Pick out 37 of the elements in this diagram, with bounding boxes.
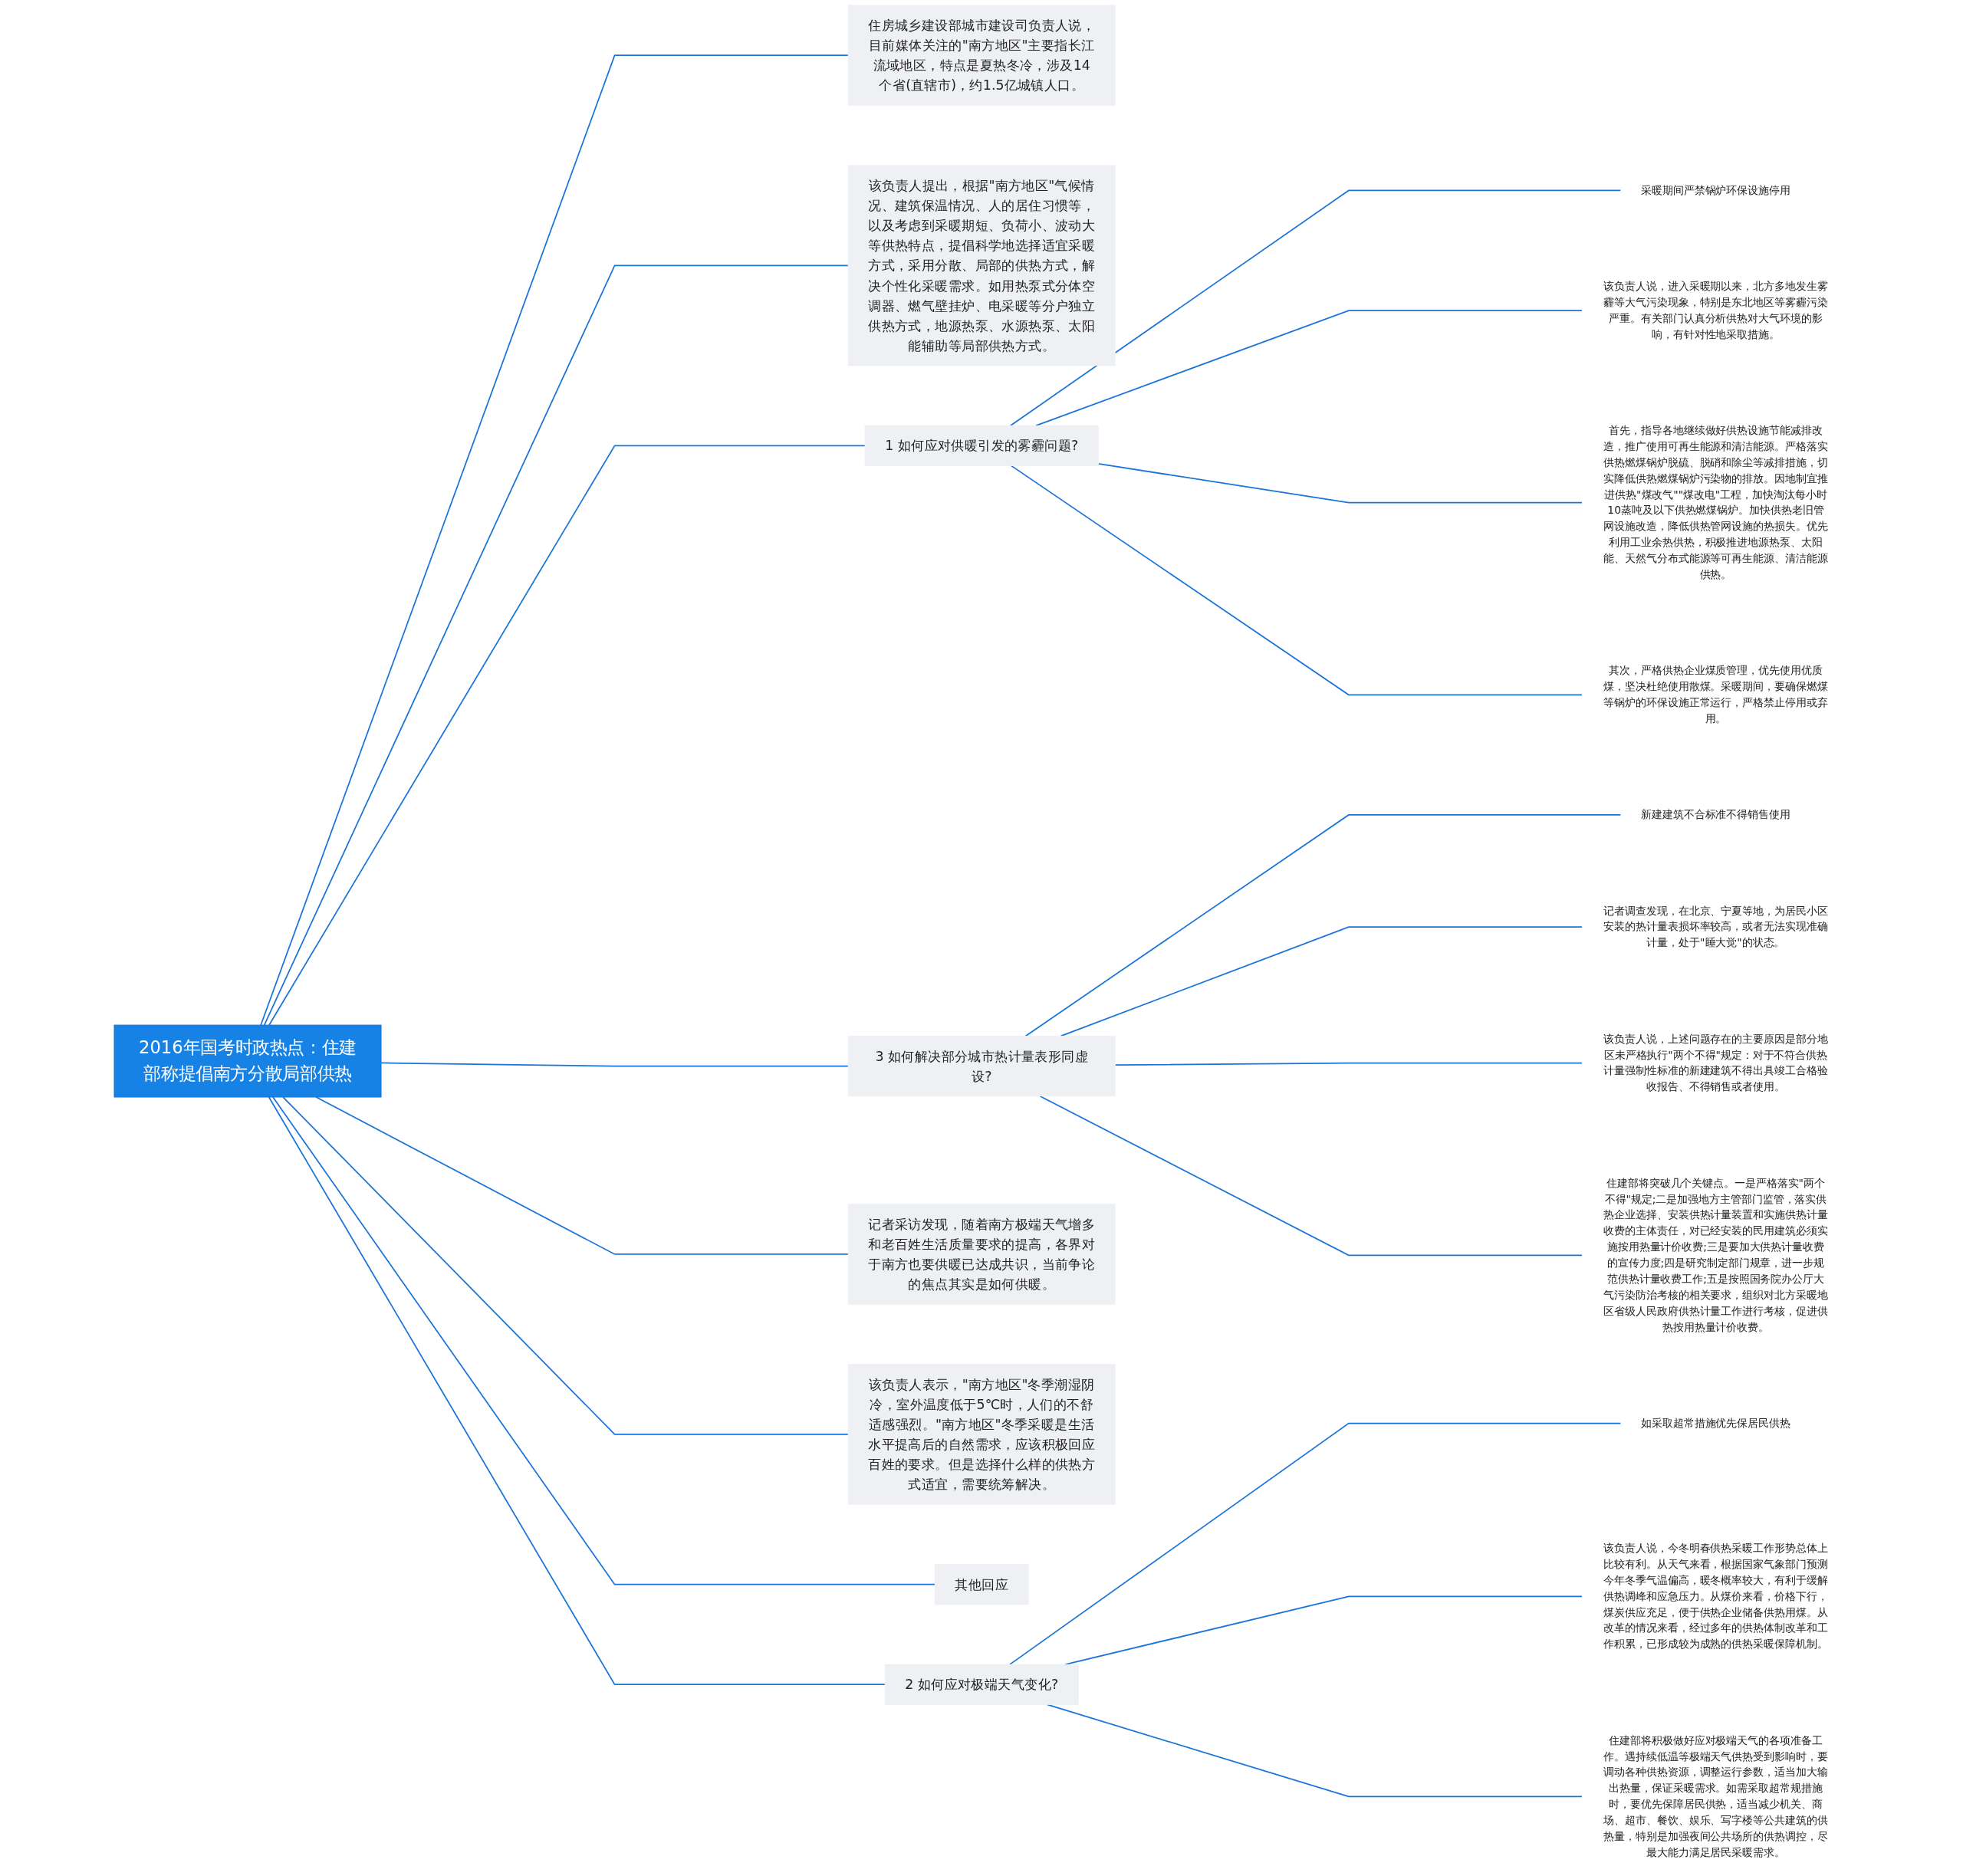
node-text: 住建部将积极做好应对极端天气的各项准备工作。遇持续低温等极端天气供热受到影响时，要调动各种供热资源，调整运行参数，适当加大输出热量，保证采暖需求。如需采取超常规措施时，要优先保障居民供热，适当减少机关、商场、超市、餐饮、娱乐、写字楼等公共建筑的供热量，特别是加强夜间公共场所的供热调控，尽最大能力满足居民采暖需求。 [1603, 1733, 1828, 1859]
connector [1008, 1422, 1622, 1665]
node-box [884, 1664, 1079, 1705]
node-box [934, 1564, 1029, 1605]
connector [1114, 1062, 1583, 1066]
connector [263, 264, 849, 1026]
connector [1009, 189, 1622, 427]
connector [380, 1062, 849, 1067]
node-text: 其次，严格供热企业煤质管理，优先使用优质煤，坚决杜绝使用散煤。采暖期间，要确保燃煤等锅炉的环保设施正常运行，严格禁止停用或弃用。 [1603, 664, 1828, 725]
node-box [864, 425, 1099, 466]
connector [268, 445, 866, 1026]
node-box [847, 1204, 1116, 1305]
node-text: 采暖期间严禁锅炉环保设施停用 [1640, 183, 1790, 197]
node-box [847, 1035, 1116, 1097]
connector [282, 1096, 849, 1435]
node-text: 首先，指导各地继续做好供热设施节能减排改造，推广使用可再生能源和清洁能源。严格落实供热燃煤锅炉脱硫、脱硝和除尘等减排措施，切实降低供热燃煤锅炉污染物的排放。因地制宜推进供热"煤改气""煤改电"工程，加快淘汰每小时10蒸吨及以下供热燃煤锅炉。加快供热老旧管网设施改造，降低供热管网设施的热损失。优先利用工业余热供热，积极推进地源热泵、太阳能、天然气分布式能源等可再生能源、清洁能源供热。 [1603, 424, 1828, 581]
node-text: 该负责人说，今冬明春供热采暖工作形势总体上比较有利。从天气来看，根据国家气象部门预测今年冬季气温偏高，暖冬概率较大，有利于缓解供热调峰和应急压力。从煤价来看，价格下行，煤炭供应充足，便于供热企业储备供热用煤。从改革的情况来看，经过多年的供热体制改革和工作积累，已形成较为成熟的供热采暖保障机制。 [1603, 1542, 1828, 1651]
connector [268, 1096, 886, 1686]
connector [1024, 814, 1622, 1037]
connector [271, 1096, 935, 1585]
node-text: 新建建筑不合标准不得销售使用 [1640, 808, 1790, 821]
connector [1097, 463, 1583, 504]
node-box [847, 165, 1116, 366]
node-box [847, 5, 1116, 106]
connector [260, 54, 849, 1026]
connector [1060, 926, 1583, 1037]
connector [1039, 1095, 1583, 1257]
connector [1035, 310, 1583, 427]
node-box [113, 1024, 382, 1098]
connector [1010, 465, 1583, 696]
connector [315, 1096, 849, 1255]
node-text: 该负责人说，上述问题存在的主要原因是部分地区未严格执行"两个不得"规定：对于不符合供热计量强制性标准的新建建筑不得出具竣工合格验收报告、不得销售或者使用。 [1603, 1032, 1828, 1093]
node-text: 记者调查发现，在北京、宁夏等地，为居民小区安装的热计量表损坏率较高，或者无法实现准确计量，处于"睡大觉"的状态。 [1603, 904, 1828, 949]
node-text: 如采取超常措施优先保居民供热 [1640, 1416, 1790, 1430]
node-text: 住建部将突破几个关键点。一是严格落实"两个不得"规定;二是加强地方主管部门监管，落实供热企业选择、安装供热计量装置和实施供热计量收费的主体责任，对已经安装的民用建筑必须实施按用热量计价收费;三是要加大供热计量收费的宣传力度;四是研究制定部门规章，进一步规范供热计量收费工作;五是按照国务院办公厅大气污染防治考核的相关要求，组织对北方采暖地区省级人民政府供热计量工作进行考核，促进供热按用热量计价收费。 [1603, 1176, 1828, 1334]
node-text: 该负责人说，进入采暖期以来，北方多地发生雾霾等大气污染现象，特别是东北地区等雾霾污染严重。有关部门认真分析供热对大气环境的影响，有针对性地采取措施。 [1603, 280, 1828, 341]
node-box [847, 1364, 1116, 1505]
